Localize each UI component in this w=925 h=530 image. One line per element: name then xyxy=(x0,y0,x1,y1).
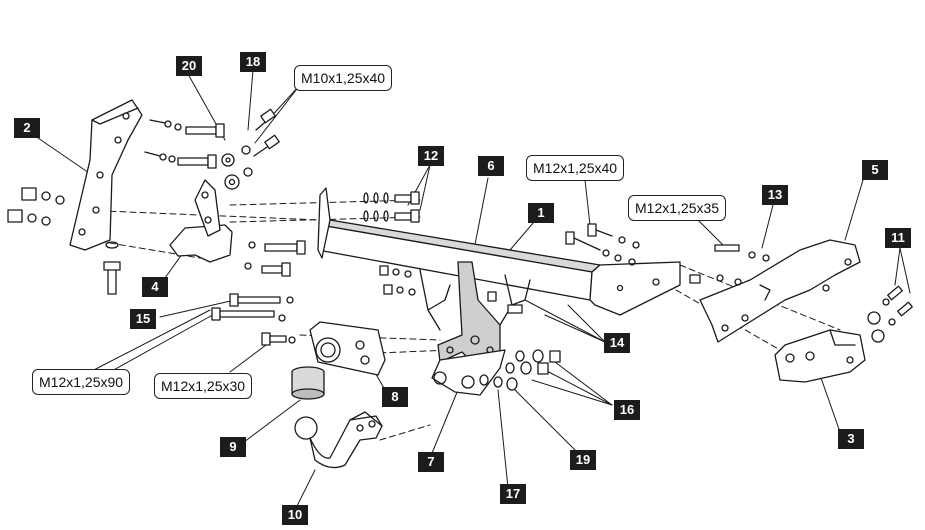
bolt-spec-m10x40: M10x1,25x40 xyxy=(294,65,393,91)
callout-19: 19 xyxy=(570,450,596,470)
flange-fasteners xyxy=(479,349,561,391)
left-side-bracket xyxy=(69,99,143,251)
callout-2: 2 xyxy=(14,118,40,138)
callout-7: 7 xyxy=(418,452,444,472)
bracket-2-bolts xyxy=(7,119,225,295)
ball-cover xyxy=(291,366,325,400)
callout-18: 18 xyxy=(240,52,266,72)
long-bolts-15 xyxy=(211,293,296,346)
leader-lines xyxy=(37,69,911,511)
callout-3: 3 xyxy=(838,429,864,449)
right-lower-bracket xyxy=(774,329,866,383)
angle-bracket xyxy=(169,179,306,277)
callout-5: 5 xyxy=(862,160,888,180)
callout-12: 12 xyxy=(418,146,444,166)
callout-16: 16 xyxy=(614,400,640,420)
main-crossbar xyxy=(317,187,681,316)
bolt-spec-m12x35: M12x1,25x35 xyxy=(628,195,727,221)
callout-14: 14 xyxy=(604,333,630,353)
bolt-spec-m12x30: M12x1,25x30 xyxy=(154,373,253,399)
callout-11: 11 xyxy=(885,228,911,248)
callout-13: 13 xyxy=(762,185,788,205)
bolts-13-14 xyxy=(565,223,770,286)
tow-ball-neck xyxy=(294,411,383,469)
callout-17: 17 xyxy=(500,484,526,504)
callout-9: 9 xyxy=(220,437,246,457)
upper-nut-group xyxy=(379,265,523,314)
right-side-bracket xyxy=(699,239,861,343)
washers-18-20 xyxy=(221,108,280,190)
socket-bracket xyxy=(309,321,386,376)
callout-10: 10 xyxy=(282,505,308,525)
bolts-12 xyxy=(363,191,420,223)
callout-15: 15 xyxy=(130,309,156,329)
bolt-spec-m12x40: M12x1,25x40 xyxy=(526,155,625,181)
callout-6: 6 xyxy=(478,156,504,176)
callout-1: 1 xyxy=(528,203,554,223)
bolt-spec-m12x90: M12x1,25x90 xyxy=(32,369,131,395)
callout-4: 4 xyxy=(142,277,168,297)
callout-8: 8 xyxy=(382,387,408,407)
bolts-11 xyxy=(867,285,913,343)
callout-20: 20 xyxy=(176,56,202,76)
